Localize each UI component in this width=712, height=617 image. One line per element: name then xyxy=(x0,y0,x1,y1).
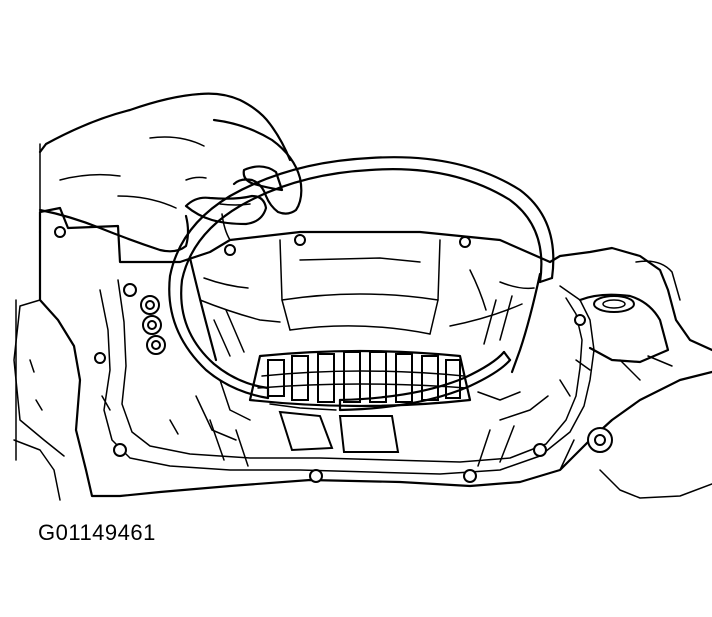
snap-ring xyxy=(168,156,555,412)
figure-code-label: G01149461 xyxy=(38,520,156,545)
clutch-pack xyxy=(195,349,549,467)
hatching-detail xyxy=(15,277,673,461)
case-housing xyxy=(13,206,712,501)
hand xyxy=(38,92,303,253)
case-bore xyxy=(188,239,542,374)
